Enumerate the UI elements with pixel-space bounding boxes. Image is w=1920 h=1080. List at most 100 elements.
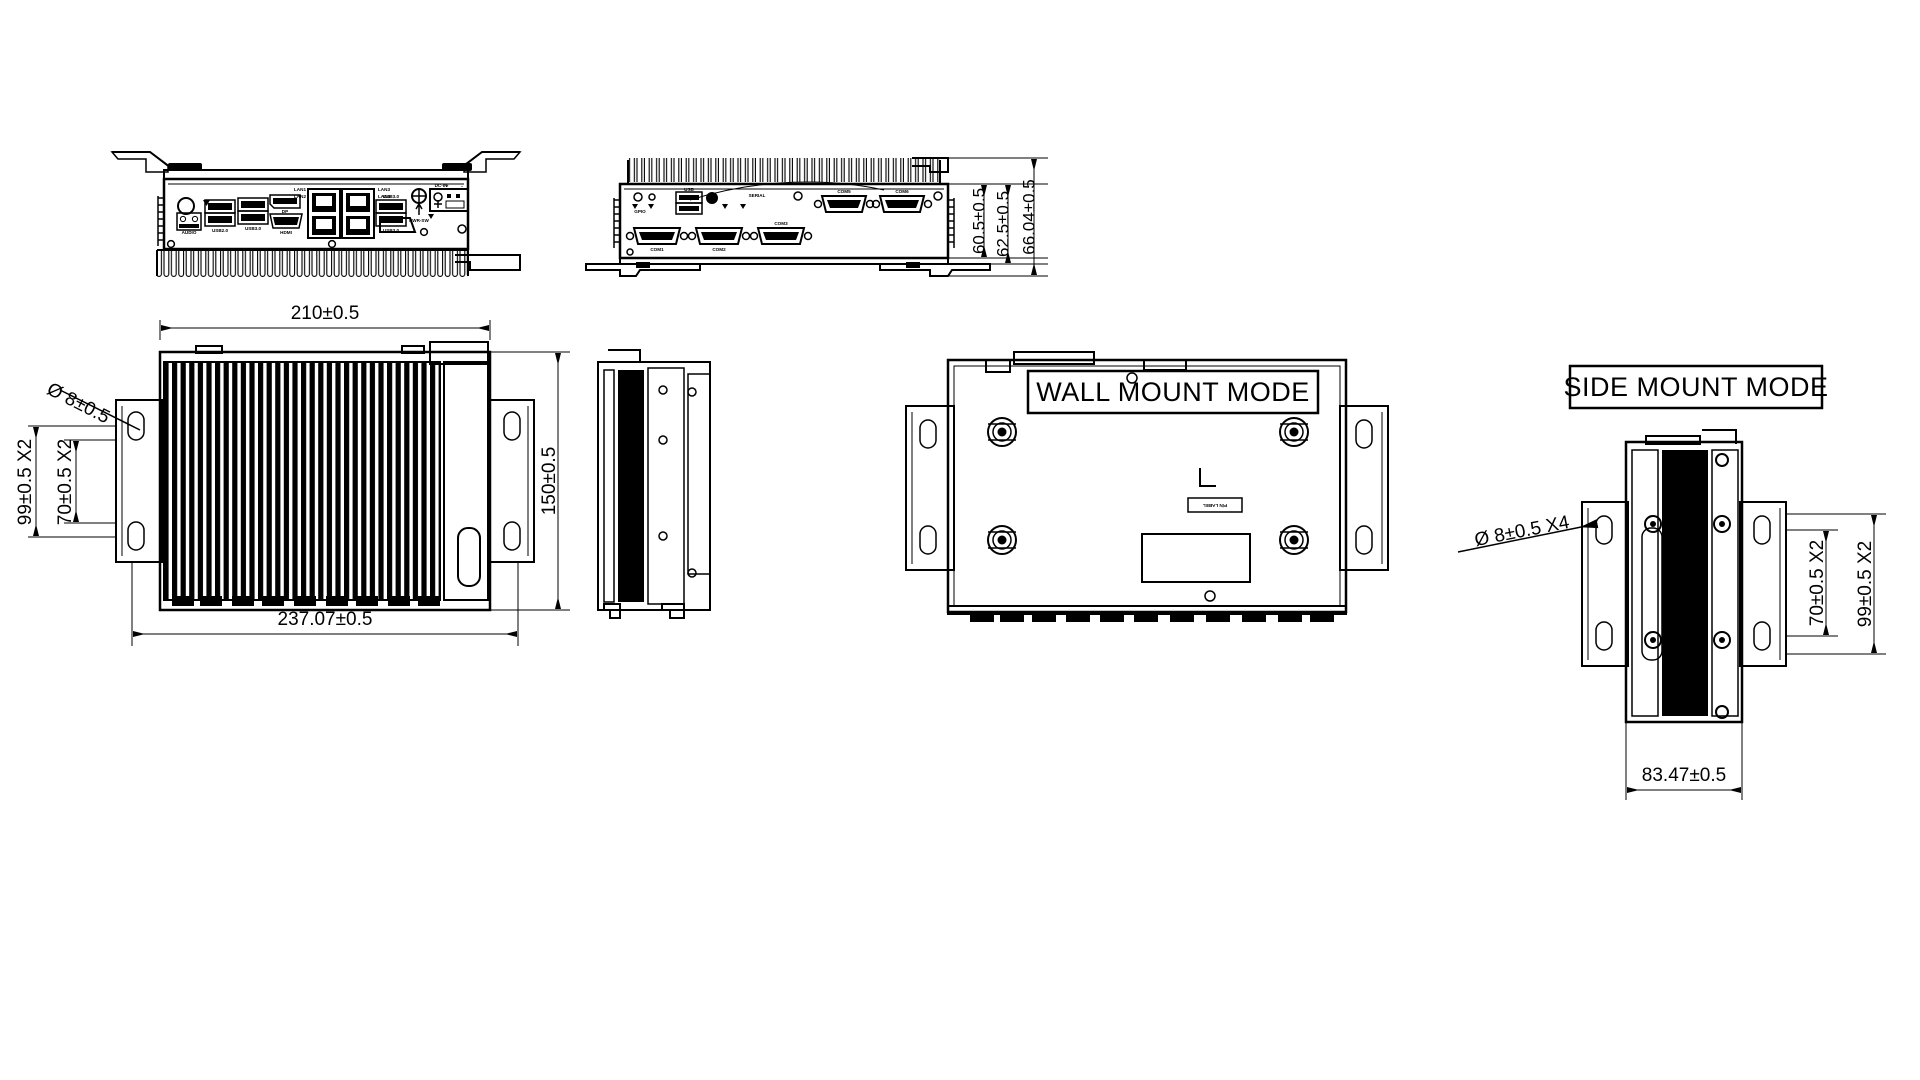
- front-lan2-label: LAN2: [294, 194, 306, 199]
- view-rear-io-panel: GPIO USB SERIAL COM5 COM6: [585, 157, 991, 277]
- view-side-mount: [1581, 429, 1787, 724]
- front-bottom-heatsink: [156, 249, 469, 278]
- rear-marker-triangle-icon-2: [740, 204, 746, 209]
- front-usb20-label: USB2.0: [212, 228, 229, 233]
- rear-screw-3: [626, 248, 634, 256]
- side-screw-5: [687, 568, 697, 578]
- rear-usb-ports[interactable]: USB: [675, 187, 703, 215]
- rear-gpio-port[interactable]: GPIO: [632, 192, 656, 214]
- front-mount-ear-left: [110, 151, 171, 173]
- dim-height-62: 62.5±0.5: [993, 191, 1012, 257]
- rear-com3-port[interactable]: COM3: [749, 221, 813, 245]
- rear-top-heatsink: [627, 158, 941, 185]
- rear-com6-label: COM6: [895, 189, 909, 194]
- wall-bottom-rail: [947, 605, 1347, 615]
- front-screw-1: [166, 239, 176, 249]
- view-side-section: [597, 349, 711, 619]
- dim-pitch-outer-left: 99±0.5 X2: [15, 439, 36, 526]
- top-tab-2: [401, 345, 425, 354]
- front-dp-port[interactable]: DP: [269, 194, 301, 214]
- front-lower-bracket: [379, 217, 417, 233]
- top-right-slot: [457, 527, 481, 587]
- top-bottom-connectors: [172, 596, 440, 606]
- front-usb30-right-label-bot: USB3.0: [383, 228, 400, 233]
- rear-gpio-label: GPIO: [634, 209, 646, 214]
- front-usb30-right-label-top: USB3.0: [383, 194, 400, 199]
- wall-top-notch-right: [1143, 359, 1187, 371]
- dim-side-width: 83.47±0.5: [1642, 765, 1726, 786]
- dim-pitch-inner-right: 70±0.5 X2: [1807, 540, 1828, 627]
- top-bracket-left[interactable]: [115, 399, 163, 563]
- front-audio-jacks[interactable]: AUDIO: [176, 212, 202, 235]
- side-screw-4: [687, 387, 697, 397]
- front-hdmi-port[interactable]: HDMI: [269, 213, 303, 235]
- rear-serial-label: SERIAL: [749, 193, 766, 198]
- front-lan-block-2[interactable]: LAN3 LAN4: [341, 187, 390, 239]
- rear-com1-port[interactable]: COM1: [625, 227, 689, 252]
- sidemount-right-panel: [1711, 449, 1739, 717]
- front-screw-4: [419, 227, 429, 237]
- dim-pitch-inner-left: 70±0.5 X2: [55, 439, 76, 526]
- rear-usb-label: USB: [684, 187, 694, 192]
- front-audio-label: AUDIO: [182, 230, 197, 235]
- rear-com5-label: COM5: [837, 189, 851, 194]
- wall-bracket-right[interactable]: [1339, 405, 1389, 571]
- dim-top-width: 210±0.5: [291, 303, 360, 324]
- wall-bottom-connectors: [970, 612, 1334, 622]
- front-dc-triangle-icon: [428, 214, 434, 219]
- front-usb30-label: USB3.0: [245, 226, 262, 231]
- dim-depth: 150±0.5: [539, 447, 560, 516]
- rear-com6-port[interactable]: COM6: [871, 189, 933, 213]
- dim-hole-dia-front: Ø 8±0.5: [43, 379, 113, 428]
- front-top-tab-left: [168, 163, 202, 171]
- front-usb30-ports[interactable]: USB3.0: [237, 197, 269, 231]
- front-usb30-right-ports[interactable]: USB3.0 USB3.0: [375, 194, 407, 233]
- sidemount-bracket-left[interactable]: [1581, 501, 1629, 667]
- top-bracket-right[interactable]: [487, 399, 535, 563]
- dim-overall-width: 237.07±0.5: [278, 609, 373, 630]
- front-power-switch[interactable]: PWR-SW: [409, 188, 429, 223]
- rear-foot-left: [585, 263, 701, 277]
- dim-height-60: 60.5±0.5: [969, 188, 988, 254]
- top-right-panel: [443, 361, 489, 601]
- front-pwrsw-label: PWR-SW: [409, 218, 429, 223]
- wall-pn-label: P/N LABEL: [1187, 497, 1243, 513]
- side-mount-title: SIDE MOUNT MODE: [1563, 372, 1828, 402]
- rear-foot-pad-left: [636, 262, 650, 268]
- wall-mount-screw-bl: [987, 525, 1017, 555]
- front-lan-block-1[interactable]: LAN1 LAN2: [294, 187, 341, 239]
- wall-top-plate-tab: [1013, 351, 1095, 365]
- side-left-rail: [603, 369, 615, 603]
- top-tab-1: [195, 345, 223, 354]
- dim-height-66: 66.04±0.5: [1019, 179, 1038, 255]
- wall-mount-screw-br: [1279, 525, 1309, 555]
- wall-corner-mark-icon: [1199, 468, 1216, 487]
- side-inner-panel: [647, 367, 685, 605]
- side-foot-right: [661, 603, 685, 619]
- rear-marker-triangle-icon: [722, 204, 728, 209]
- rear-leader-curve: [689, 181, 885, 201]
- front-power-button[interactable]: [177, 197, 195, 215]
- front-hdmi-label: HDMI: [280, 230, 292, 235]
- front-bottom-right-foot: [455, 254, 521, 271]
- wall-bracket-left[interactable]: [905, 405, 955, 571]
- front-left-fin-edge: [157, 196, 164, 246]
- rear-com2-port[interactable]: COM2: [687, 227, 751, 252]
- front-dc-in-terminal[interactable]: DC-IN + -: [428, 183, 469, 219]
- rear-screw-1: [793, 191, 803, 201]
- rear-com5-port[interactable]: COM5: [813, 189, 875, 213]
- front-dcin-label: DC-IN: [435, 183, 448, 188]
- side-top-tab: [608, 349, 641, 362]
- front-top-lid: [163, 169, 469, 180]
- wall-mount-screw-tl: [987, 417, 1017, 447]
- front-usb20-ports[interactable]: USB2.0: [204, 199, 236, 233]
- front-plus-label: +: [445, 183, 448, 189]
- sidemount-bracket-right[interactable]: [1739, 501, 1787, 667]
- rear-right-fin-edge: [948, 198, 955, 248]
- wall-center-screw-top: [1126, 372, 1138, 384]
- dim-hole-side-leader: [1457, 519, 1599, 553]
- sidemount-fins: [1662, 450, 1708, 716]
- front-dp-label: DP: [282, 209, 288, 214]
- view-wall-mount-bottom: P/N LABEL: [905, 351, 1389, 622]
- sidemount-screws: [1644, 453, 1731, 719]
